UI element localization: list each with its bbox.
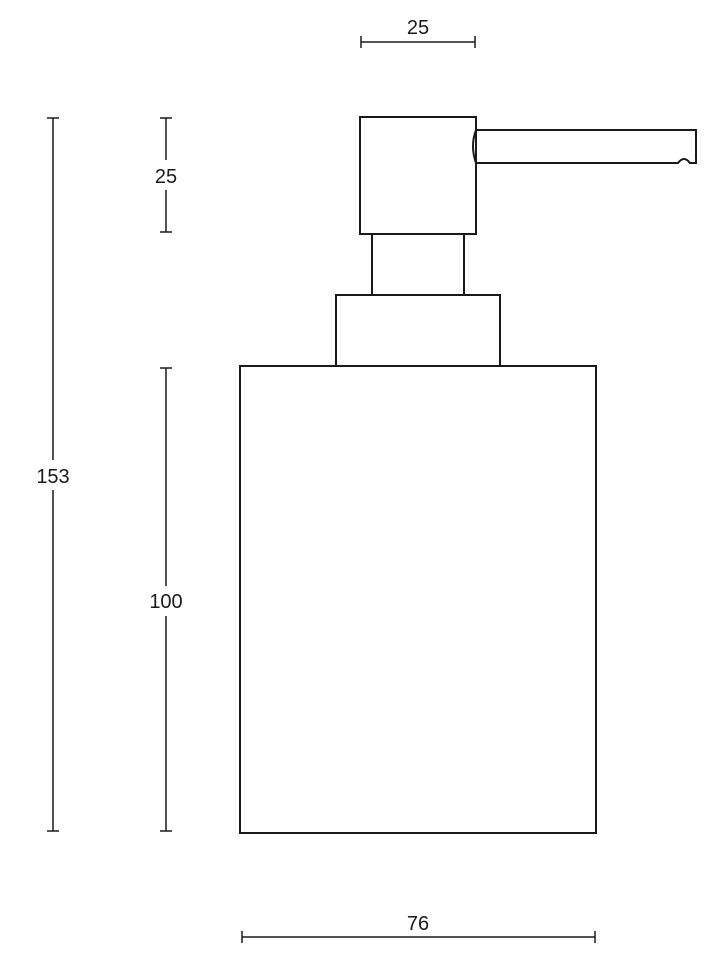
pump-head [359, 116, 477, 235]
dispenser-body [239, 365, 597, 834]
dimension-label-pump-width: 25 [407, 17, 429, 39]
dimension-label-total-height: 153 [36, 466, 69, 488]
dimension-label-body-height: 100 [149, 591, 182, 613]
dispenser-outline [239, 116, 697, 834]
dimension-pump-width: 25 [360, 17, 476, 48]
dimension-head-height: 25 [148, 117, 184, 233]
dimension-total-height: 153 [32, 117, 74, 832]
pump-neck [371, 233, 465, 296]
dimension-body-width: 76 [241, 913, 596, 943]
dispenser-collar [335, 294, 501, 367]
dimension-label-body-width: 76 [407, 913, 429, 935]
dimension-label-head-height: 25 [155, 166, 177, 188]
pump-spout [472, 129, 697, 164]
dimension-body-height: 100 [144, 367, 188, 832]
